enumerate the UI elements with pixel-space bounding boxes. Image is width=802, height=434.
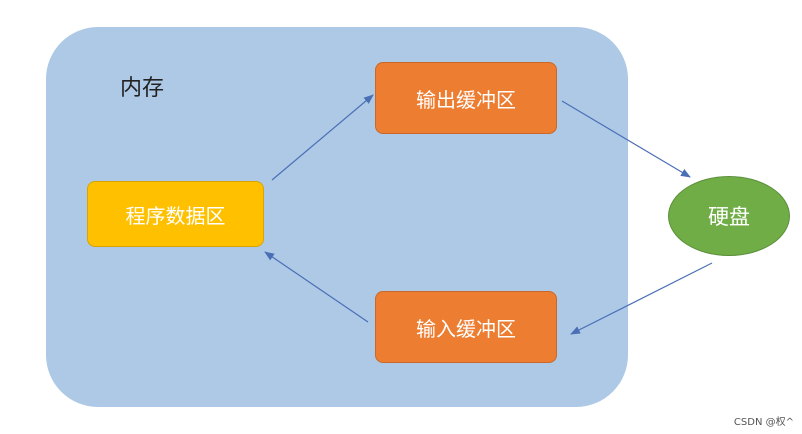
memory-label: 内存 (120, 76, 165, 101)
watermark-text: CSDN @权^ (733, 417, 794, 428)
program-data-area-box: 程序数据区 (87, 181, 264, 247)
output-buffer-box: 输出缓冲区 (375, 62, 557, 134)
disk-node: 硬盘 (668, 176, 790, 256)
input-buffer-box: 输入缓冲区 (375, 291, 557, 363)
